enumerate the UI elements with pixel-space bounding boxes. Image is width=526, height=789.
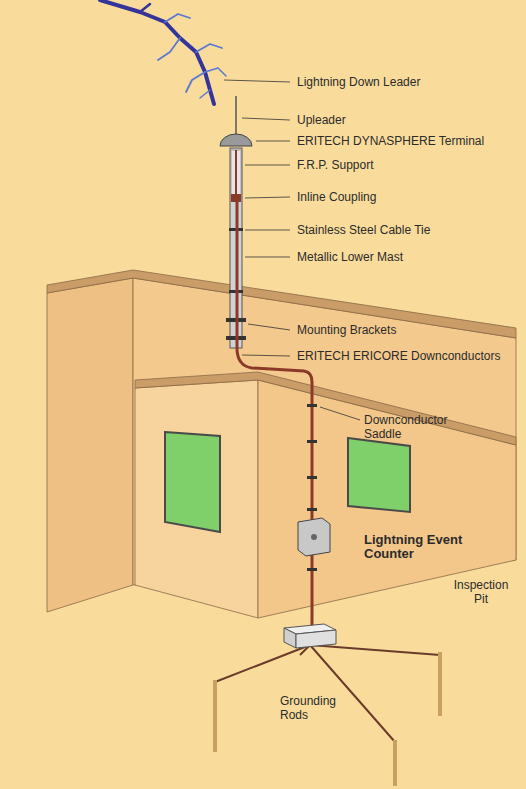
lower-building (135, 372, 516, 618)
lightning-label: Lightning Down Leader (297, 75, 512, 89)
downconductor (237, 200, 312, 628)
cable-tie-label: Stainless Steel Cable Tie (297, 223, 512, 237)
event-counter (298, 518, 330, 556)
counter-label: Lightning Event Counter (364, 533, 464, 561)
saddle-label: Downconductor Saddle (364, 413, 459, 441)
grounding (215, 624, 440, 786)
lightning-bolt (100, 0, 226, 104)
lower-mast-label: Metallic Lower Mast (297, 250, 512, 264)
coupling-label: Inline Coupling (297, 190, 512, 204)
downconductor-label: ERITECH ERICORE Downconductors (297, 349, 517, 363)
rods-label: Grounding Rods (280, 694, 352, 722)
pit-label: Inspection Pit (448, 578, 514, 606)
terminal-label: ERITECH DYNASPHERE Terminal (297, 134, 512, 148)
support-label: F.R.P. Support (297, 158, 512, 172)
upleader-label: Upleader (297, 113, 512, 127)
bracket-label: Mounting Brackets (297, 323, 512, 337)
